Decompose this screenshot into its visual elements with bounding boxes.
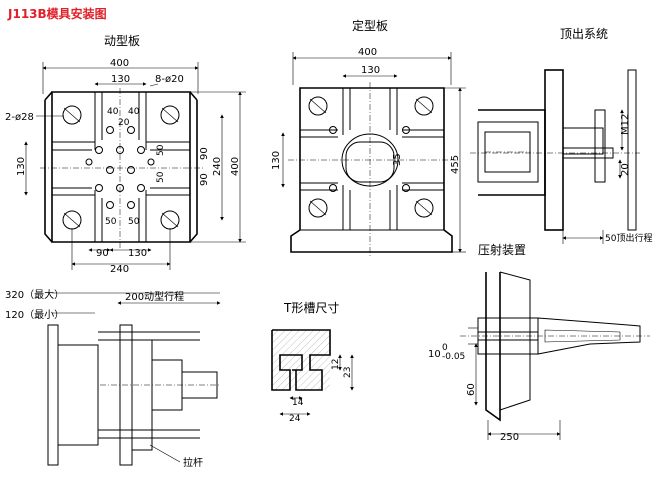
ejector-stroke: 50顶出行程 — [605, 232, 652, 244]
injection-d60: 60 — [466, 383, 477, 396]
moving-d50d: 50 — [128, 217, 140, 227]
moving-d90-bot: 90 — [96, 248, 109, 259]
fixed-w-130: 130 — [361, 65, 380, 76]
moving-platen-view: 动型板 400 130 8-ø20 — [5, 34, 246, 275]
tslot-d24: 24 — [289, 414, 301, 424]
moving-w-130: 130 — [111, 74, 130, 85]
ejector-d20: 20 — [620, 163, 631, 176]
fixed-platen-label: 定型板 — [352, 18, 388, 33]
moving-holes-2: 2-ø28 — [5, 112, 34, 123]
moving-platen-label: 动型板 — [104, 34, 140, 48]
stroke-rod-label: 拉杆 — [183, 456, 203, 469]
fixed-d455: 455 — [450, 155, 461, 174]
drawing-title: J113B模具安装图 — [7, 6, 107, 21]
stroke-view: 320（最大） 120（最小） 200动型行程 拉杆 — [5, 288, 221, 469]
moving-d130-bot: 130 — [128, 248, 147, 259]
moving-d90-right-top: 90 — [199, 147, 210, 160]
injection-d10: 10 — [428, 349, 441, 360]
injection-tol-lower: -0.05 — [442, 352, 465, 362]
tslot-view: T形槽尺寸 12 23 14 24 — [271, 301, 354, 424]
stroke-min: 120（最小） — [5, 309, 64, 321]
fixed-d130-left: 130 — [271, 151, 282, 170]
moving-d240-bot: 240 — [110, 264, 129, 275]
moving-d240-right: 240 — [212, 157, 223, 176]
injection-d250: 250 — [500, 432, 519, 443]
moving-d50b: 50 — [156, 171, 166, 183]
moving-d50c: 50 — [105, 217, 117, 227]
ejector-view: 顶出系统 M12 20 50顶出行程 — [470, 27, 652, 244]
tslot-label: T形槽尺寸 — [283, 301, 339, 315]
moving-d130-left: 130 — [16, 157, 27, 176]
fixed-d35: 35 — [392, 153, 403, 166]
moving-d400-right: 400 — [230, 157, 241, 176]
tslot-d23: 23 — [343, 367, 353, 378]
stroke-max: 320（最大） — [5, 288, 64, 301]
ejector-label: 顶出系统 — [560, 27, 608, 41]
injection-label: 压射装置 — [478, 242, 526, 257]
ejector-m12: M12 — [620, 114, 631, 135]
moving-width-400: 400 — [110, 58, 129, 69]
tslot-d14: 14 — [292, 398, 304, 408]
moving-d40a: 40 — [107, 107, 119, 117]
stroke-travel: 200动型行程 — [125, 290, 184, 303]
fixed-width-400: 400 — [358, 47, 377, 58]
moving-d50a: 50 — [156, 144, 166, 156]
injection-view: 压射装置 10 0 -0.05 60 250 — [428, 242, 650, 443]
injection-tol-upper: 0 — [442, 343, 448, 353]
moving-d20: 20 — [118, 118, 130, 128]
moving-d90-right-bot: 90 — [199, 173, 210, 186]
moving-d40b: 40 — [128, 107, 140, 117]
fixed-platen-view: 定型板 400 130 — [271, 18, 466, 258]
tslot-d12: 12 — [331, 359, 341, 370]
moving-holes-8: 8-ø20 — [155, 74, 184, 85]
